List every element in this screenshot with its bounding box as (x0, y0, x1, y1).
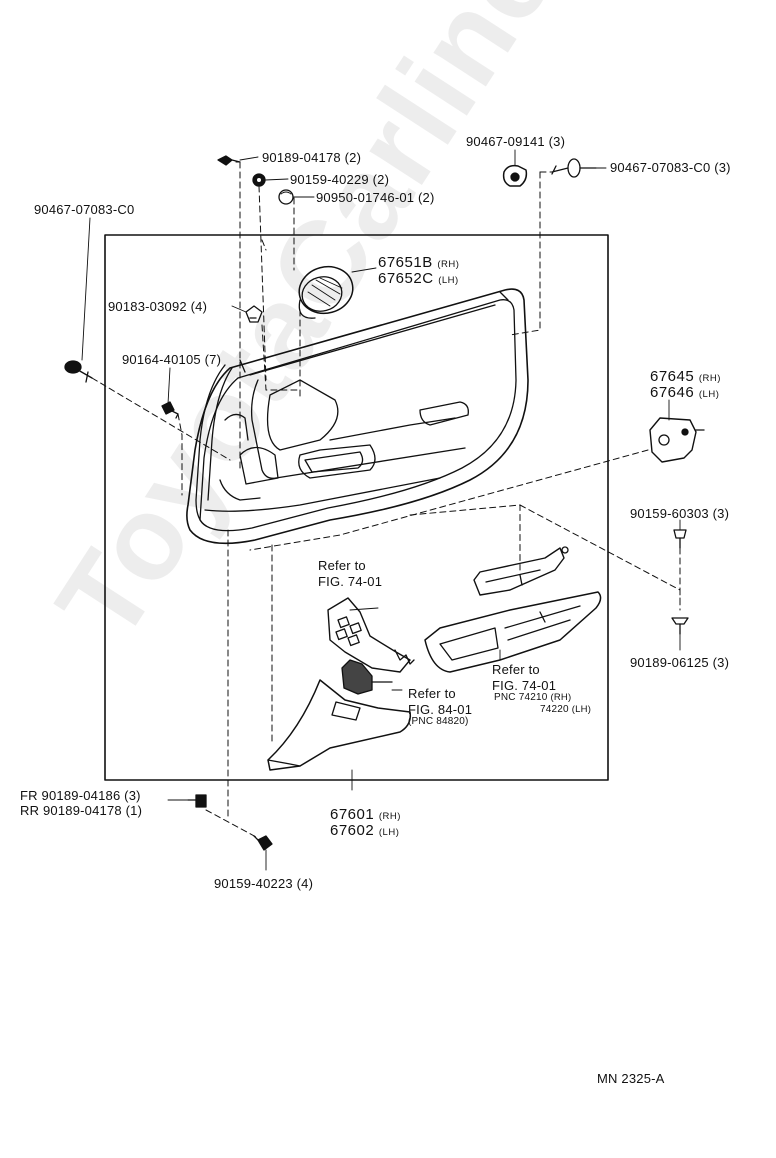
door-handle-bracket (649, 417, 705, 463)
doc-code: MN 2325-A (597, 1071, 665, 1086)
clip-90467-07083-left (64, 360, 93, 383)
label-90164-40105: 90164-40105 (7) (122, 352, 222, 367)
door-trim-board (186, 288, 529, 545)
guide-lines (91, 161, 681, 839)
nut-90183-03092 (245, 305, 263, 323)
label-pnc-84820: (PNC 84820) (408, 716, 469, 727)
clip-90159-60303 (673, 529, 687, 549)
label-pnc-74210: PNC 74210 (RH) (494, 692, 572, 703)
lower-trim-panel (267, 679, 412, 771)
label-90183-03092: 90183-03092 (4) (108, 299, 208, 314)
label-90467-07083-c0-right: 90467-07083-C0 (3) (610, 160, 731, 175)
clip-90189-04186 (187, 794, 207, 808)
label-fig-74-01-2: FIG. 74-01 (492, 678, 557, 693)
switch-bezel (327, 597, 415, 673)
label-90189-06125: 90189-06125 (3) (630, 655, 730, 670)
armrest-bracket (473, 546, 569, 596)
label-refer-to-2: Refer to (492, 662, 540, 677)
switch-assembly-84820 (341, 659, 393, 695)
label-fig-84-01: FIG. 84-01 (408, 702, 473, 717)
screw-90164-40105 (161, 401, 179, 419)
label-refer-to-1: Refer to (318, 558, 366, 573)
screw-90159-40223 (253, 835, 273, 851)
assembly-frame (104, 234, 609, 781)
label-fig-74-01-1: FIG. 74-01 (318, 574, 383, 589)
leader-lines (81, 149, 681, 871)
retainer-90467-09141 (502, 164, 528, 187)
label-90159-40223: 90159-40223 (4) (214, 876, 314, 891)
nut-90159-40229 (252, 173, 266, 187)
label-67645: 67645 (RH) (650, 368, 721, 385)
label-90159-40229: 90159-40229 (2) (290, 172, 390, 187)
label-rr-90189-04178: RR 90189-04178 (1) (20, 803, 143, 818)
armrest (424, 591, 602, 673)
label-90467-07083-c0-left: 90467-07083-C0 (34, 202, 135, 217)
cap-90950-01746 (278, 189, 294, 205)
label-90189-04178: 90189-04178 (2) (262, 150, 362, 165)
label-90159-60303: 90159-60303 (3) (630, 506, 730, 521)
clip-90189-04178 (217, 155, 241, 166)
label-67602: 67602 (LH) (330, 822, 400, 839)
label-fr-90189-04186: FR 90189-04186 (3) (20, 788, 141, 803)
label-refer-to-3: Refer to (408, 686, 456, 701)
label-67651b: 67651B (RH) (378, 254, 460, 271)
label-67601: 67601 (RH) (330, 806, 401, 823)
label-90950-01746-01: 90950-01746-01 (2) (316, 190, 435, 205)
label-67646: 67646 (LH) (650, 384, 720, 401)
clip-90189-06125 (671, 617, 689, 635)
speaker-grille (298, 265, 354, 319)
clip-90467-07083-right (551, 158, 597, 178)
label-67652c: 67652C (LH) (378, 270, 459, 287)
label-pnc-74220: 74220 (LH) (540, 704, 592, 715)
label-90467-09141: 90467-09141 (3) (466, 134, 566, 149)
